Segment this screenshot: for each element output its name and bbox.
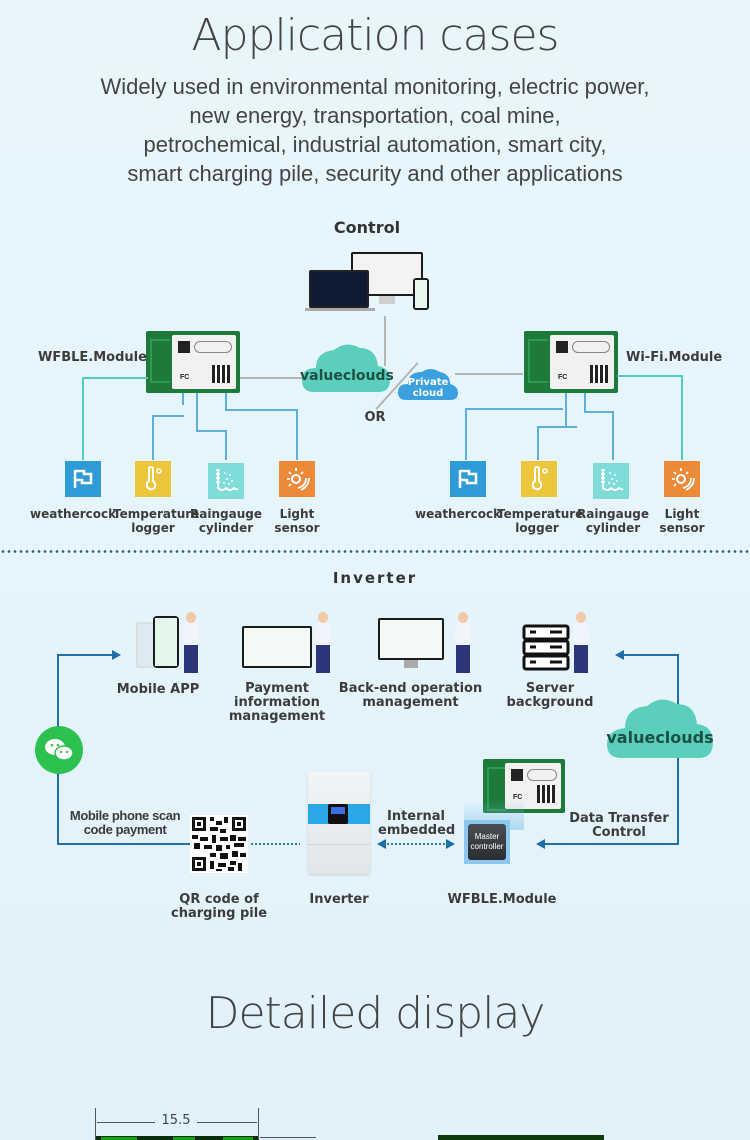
rain-icon [208,463,244,499]
intro-text: Widely used in environmental monitoring,… [60,72,690,188]
inverter-device-image [308,772,370,874]
arrow-left-icon [377,839,386,849]
flag-icon [450,461,486,497]
intro-line: petrochemical, industrial automation, sm… [143,132,607,157]
module-photo [438,1135,604,1140]
arrow-right-icon [446,839,455,849]
wfble-module-image: FC [146,331,240,393]
wechat-icon[interactable] [35,726,83,774]
inverter-section-title: Inverter [332,569,418,587]
rain-icon [593,463,629,499]
thermometer-icon [521,461,557,497]
section-divider [0,550,750,553]
valueclouds-cloud-icon [302,344,390,392]
mobile-app-illustration [136,612,206,682]
presenter-figure [312,612,334,676]
dimension-value: 15.5 [161,1113,191,1128]
intro-line: Widely used in environmental monitoring,… [100,74,650,99]
dimension-drawing: 15.5 [95,1108,265,1140]
arrow-left-icon [615,650,624,660]
page-title: Application cases [191,10,560,61]
private-cloud-label: Private cloud [407,377,449,399]
embedded-dotted-line [386,843,446,845]
mobile-app-label: Mobile APP [116,682,200,697]
or-label: OR [364,410,386,425]
presenter-figure [180,612,202,676]
qr-inverter-dotted-line [250,843,300,845]
inverter-label: Inverter [309,892,369,907]
thermometer-icon [135,461,171,497]
devices-illustration [305,252,435,314]
valueclouds-label: valueclouds [606,728,714,747]
arrow-left-icon [536,839,545,849]
wifi-module-label: Wi-Fi.Module [626,350,723,365]
monitor-icon [378,618,444,660]
presenter-figure [570,612,592,676]
detail-title: Detailed display [205,988,546,1039]
qr-code-icon[interactable] [190,815,248,873]
sun-icon [279,461,315,497]
wifi-module-image: FC [524,331,618,393]
private-cloud-icon [398,369,458,400]
sun-icon [664,461,700,497]
arrow-right-icon [112,650,121,660]
intro-line: new energy, transportation, coal mine, [189,103,561,128]
valueclouds-cloud-icon [607,699,713,758]
wfble-module-image: FC [483,759,565,813]
phone-icon [136,622,156,668]
dashboard-screen-icon [242,626,312,668]
wfble-module-label: WFBLE.Module [38,350,147,365]
presenter-figure [452,612,474,676]
wfble-module-label: WFBLE.Module [447,892,557,907]
phone-icon [153,616,179,668]
server-icon [522,624,570,671]
server-illustration [522,612,602,682]
control-section-title: Control [333,218,401,237]
laptop-icon [309,270,369,308]
intro-line: smart charging pile, security and other … [127,161,623,186]
valueclouds-label: valueclouds [300,368,394,384]
flag-icon [65,461,101,497]
payment-illustration [242,612,334,682]
backend-illustration [378,612,478,682]
sensor-label-weathercock: weathercock [30,507,117,521]
sensor-label-weathercock: weathercock [415,507,502,521]
inverter-display-icon [328,804,348,824]
phone-icon [413,278,429,310]
